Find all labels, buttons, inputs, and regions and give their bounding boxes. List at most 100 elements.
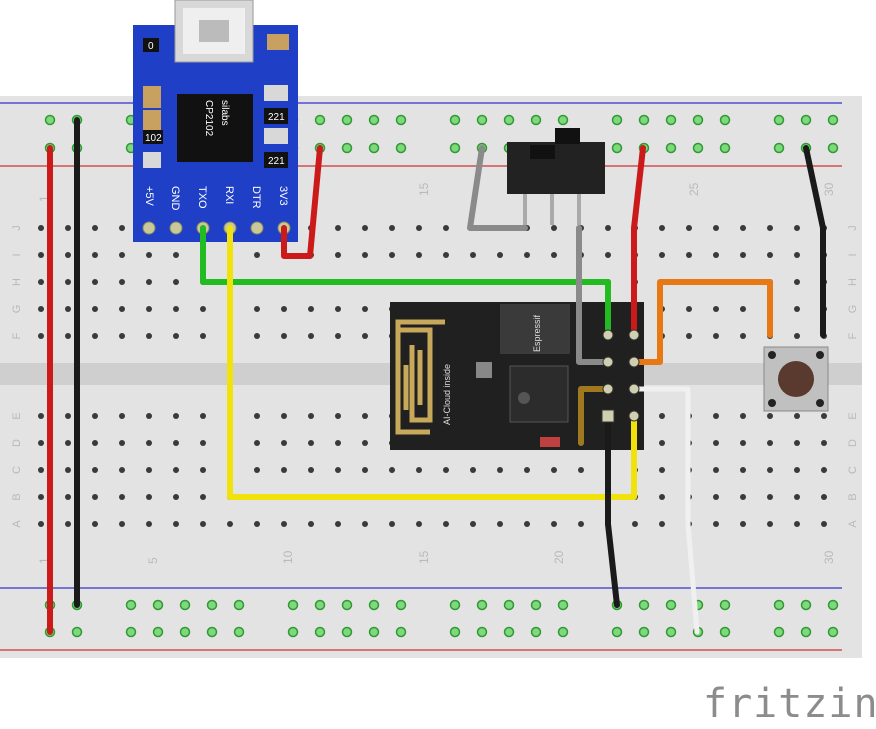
breadboard-hole [65,494,71,500]
esp-label: AI-Cloud inside [442,364,452,425]
slide-switch[interactable] [507,128,605,225]
breadboard-hole [740,440,746,446]
breadboard-hole [524,252,530,258]
breadboard-hole [368,114,380,126]
fritzing-logo: fritzing [703,681,876,727]
breadboard-hole [308,413,314,419]
breadboard-hole [827,114,839,126]
breadboard-hole [794,306,800,312]
breadboard-hole [416,521,422,527]
breadboard-hole [719,599,731,611]
esp-main-chip [509,365,569,423]
breadboard-hole [254,467,260,473]
breadboard-hole [173,467,179,473]
breadboard-hole [233,626,245,638]
breadboard-hole [773,142,785,154]
breadboard-hole [794,440,800,446]
column-number-30-bottom: 30 [822,550,836,564]
breadboard-hole [65,521,71,527]
column-number-20-bottom: 20 [552,550,566,564]
breadboard-hole [119,306,125,312]
breadboard-hole [173,413,179,419]
breadboard-hole [173,494,179,500]
breadboard-hole [281,521,287,527]
breadboard-hole [119,413,125,419]
wire-black-gnd [605,413,620,608]
column-number-15-top: 15 [417,182,431,196]
breadboard-hole [659,225,665,231]
breadboard-hole [794,333,800,339]
breadboard-hole [146,306,152,312]
breadboard-hole [119,333,125,339]
wire-red-esp-vcc [631,145,646,338]
breadboard-hole [659,440,665,446]
row-label-e-left: E [11,412,23,419]
breadboard-hole [200,440,206,446]
breadboard-hole [335,521,341,527]
breadboard-hole [71,626,83,638]
row-label-b-right: B [847,493,859,500]
breadboard-hole [503,626,515,638]
breadboard-hole [341,626,353,638]
breadboard-hole [767,440,773,446]
breadboard-hole [179,626,191,638]
breadboard-hole [38,413,44,419]
breadboard-hole [335,225,341,231]
breadboard-hole [794,225,800,231]
breadboard-hole [152,599,164,611]
breadboard-hole [395,599,407,611]
chip-brand-label: silabs [219,100,230,126]
breadboard-hole [416,467,422,473]
breadboard-hole [281,440,287,446]
breadboard-hole [65,467,71,473]
breadboard-hole [827,599,839,611]
column-number-1-bottom: 1 [37,557,51,564]
breadboard-hole [287,599,299,611]
breadboard-hole [308,306,314,312]
breadboard-hole [362,225,368,231]
breadboard-hole [713,252,719,258]
pin-label-gnd: GND [169,186,181,211]
esp-flash-chip [500,304,570,354]
breadboard-hole [146,333,152,339]
breadboard-hole [308,440,314,446]
component-label-0: 0 [148,41,154,52]
breadboard-hole [713,521,719,527]
breadboard-hole [389,521,395,527]
push-button[interactable] [763,346,829,412]
breadboard-hole [713,333,719,339]
wire-red-3v3 [281,145,323,259]
breadboard-hole [821,521,827,527]
breadboard-hole [281,467,287,473]
breadboard-hole [335,306,341,312]
breadboard-hole [740,521,746,527]
breadboard-hole [146,440,152,446]
breadboard-hole [443,521,449,527]
breadboard-hole [827,142,839,154]
breadboard-hole [719,626,731,638]
wire-orange-reset [631,279,773,365]
breadboard-hole [287,626,299,638]
breadboard-hole [38,225,44,231]
breadboard-hole [557,626,569,638]
breadboard-hole [740,413,746,419]
breadboard-hole [740,225,746,231]
breadboard-hole [497,521,503,527]
breadboard-hole [800,626,812,638]
breadboard-hole [443,225,449,231]
breadboard-hole [503,114,515,126]
breadboard-hole [92,333,98,339]
breadboard-hole [200,306,206,312]
component-label-221-b: 221 [268,156,285,167]
breadboard-hole [497,467,503,473]
breadboard-hole [65,252,71,258]
component-label-221-a: 221 [268,112,285,123]
breadboard-hole [38,306,44,312]
column-number-10-bottom: 10 [281,550,295,564]
breadboard-hole [173,252,179,258]
breadboard-hole [92,521,98,527]
breadboard-hole [146,279,152,285]
column-numbers: 1 15 25 30 1 5 10 15 20 30 [37,182,836,564]
breadboard-hole [281,306,287,312]
